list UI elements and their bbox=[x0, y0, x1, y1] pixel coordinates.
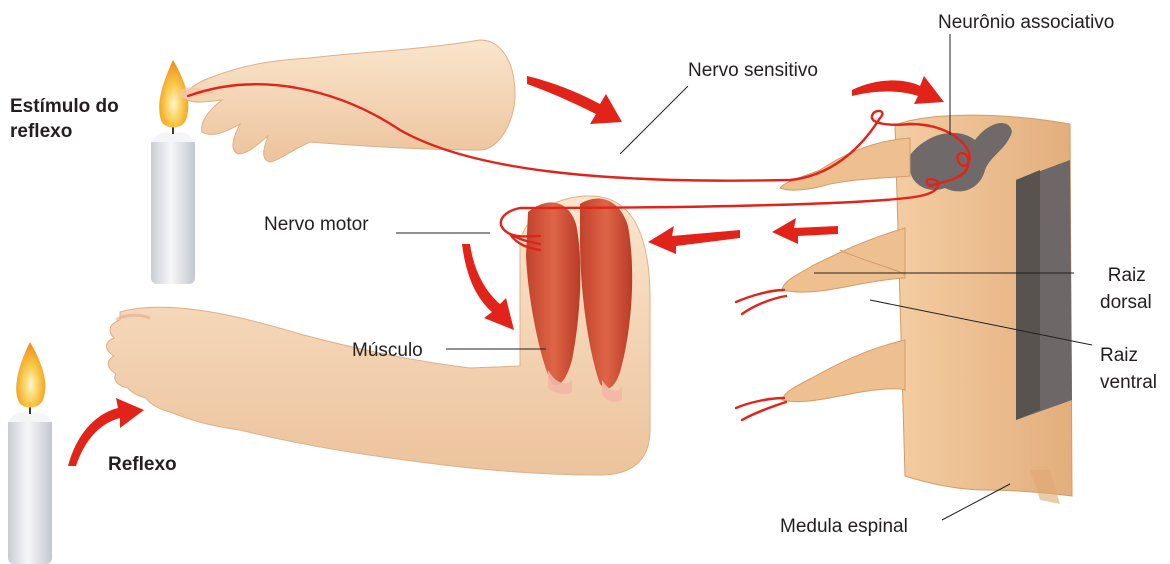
stimulus-label-line1: Estímulo do bbox=[10, 94, 119, 119]
spinal-cord bbox=[895, 115, 1072, 504]
motor-nerve-label: Nervo motor bbox=[264, 212, 369, 237]
dorsal-root-label-line1: Raiz bbox=[1100, 262, 1152, 289]
spinal-cord-label: Medula espinal bbox=[780, 514, 908, 539]
stimulus-label: Estímulo do reflexo bbox=[10, 94, 119, 144]
muscle-label: Músculo bbox=[352, 338, 423, 363]
stimulus-label-line2: reflexo bbox=[10, 119, 119, 144]
ventral-root-label-line2: ventral bbox=[1100, 369, 1157, 396]
ventral-root-label-line1: Raiz bbox=[1100, 342, 1157, 369]
association-neuron-label: Neurônio associativo bbox=[938, 10, 1114, 35]
lower-candle bbox=[8, 342, 52, 564]
dorsal-root-label: Raiz dorsal bbox=[1100, 262, 1152, 316]
reflex-label: Reflexo bbox=[108, 452, 177, 477]
dorsal-root-label-line2: dorsal bbox=[1100, 289, 1152, 316]
sensory-nerve-label: Nervo sensitivo bbox=[688, 58, 818, 83]
ventral-root-label: Raiz ventral bbox=[1100, 342, 1157, 396]
